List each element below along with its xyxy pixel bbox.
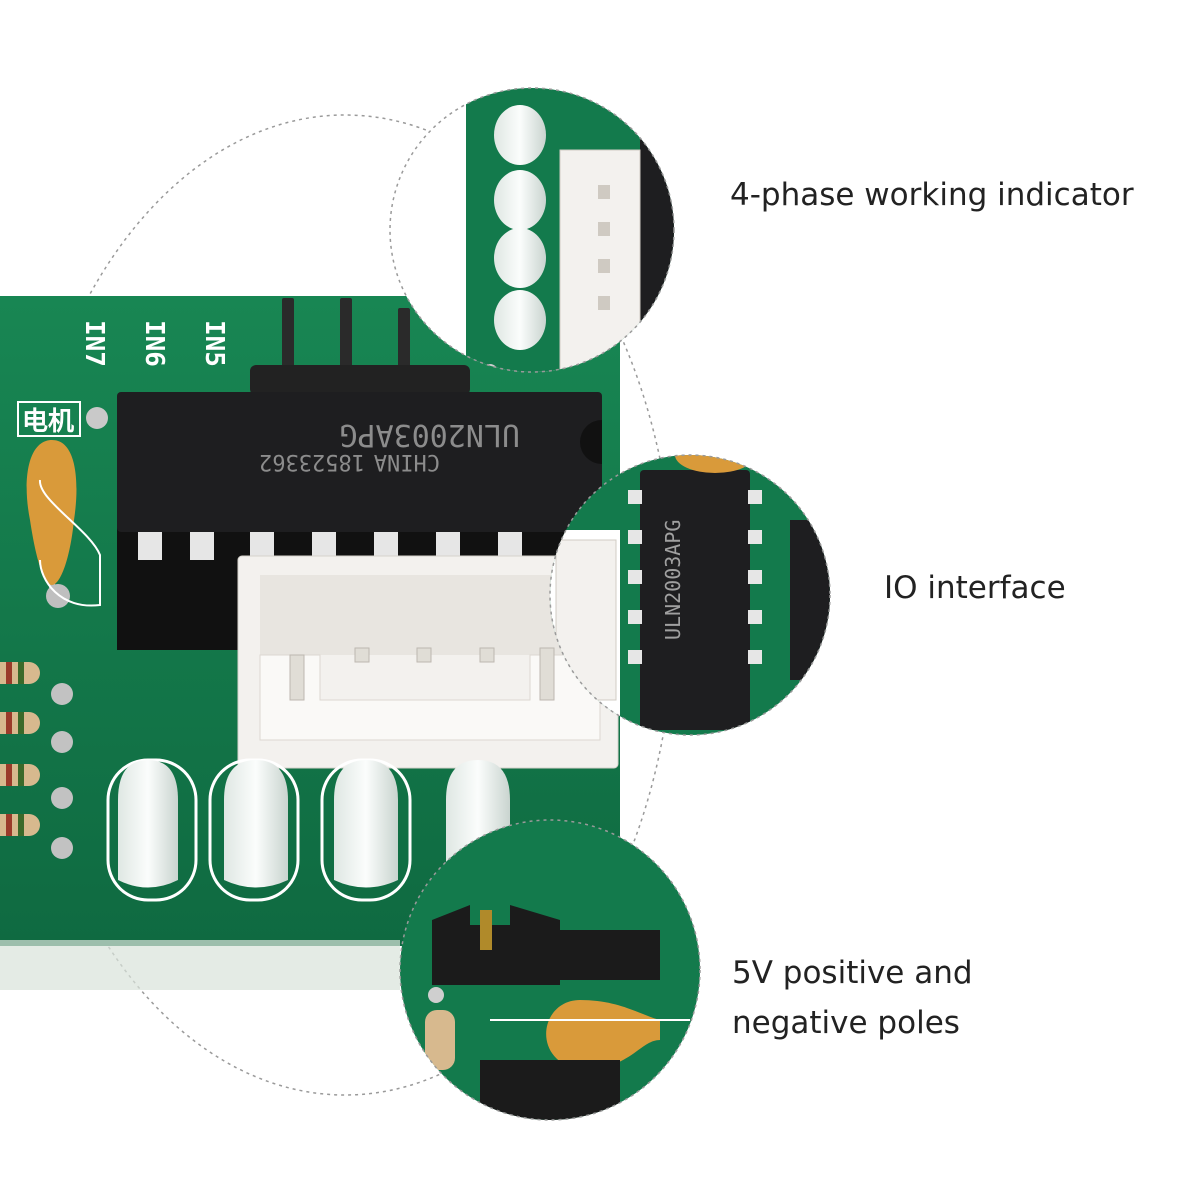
- ceramic-capacitor: [26, 440, 101, 608]
- inset-io-pin-5: 5: [837, 540, 861, 554]
- silk-chinese-label: 电机: [22, 407, 74, 437]
- callout-power-line2: negative poles: [732, 1005, 960, 1041]
- chip-lot-number: 18523362: [259, 449, 365, 474]
- chip-origin: CHINA: [374, 449, 440, 474]
- inset-io-pin-3: 3: [837, 604, 861, 618]
- inset-io-pin-2: 2: [837, 636, 861, 650]
- pin-label-in5: IN5: [199, 320, 229, 367]
- callout-power-line1: 5V positive and: [732, 955, 973, 991]
- svg-text:ULN2003APG: ULN2003APG: [661, 520, 685, 640]
- pin-label-in7: IN7: [79, 320, 109, 367]
- callout-io-interface: IO interface: [884, 570, 1066, 606]
- callout-indicator: 4-phase working indicator: [730, 177, 1134, 213]
- inset-indicator: [390, 88, 674, 372]
- inset-io: ULN2003APG 5 4 3 2: [550, 455, 861, 735]
- inset-io-pin-4: 4: [837, 572, 861, 586]
- motor-connector: [237, 555, 619, 769]
- header-pins: [250, 298, 470, 395]
- inset-power: [400, 820, 700, 1120]
- chip-part-number: ULN2003APG: [339, 417, 520, 452]
- pin-label-in6: IN6: [139, 320, 169, 367]
- resistor-row: [0, 662, 73, 859]
- callout-power-poles: 5V positive and negative poles: [732, 948, 973, 1048]
